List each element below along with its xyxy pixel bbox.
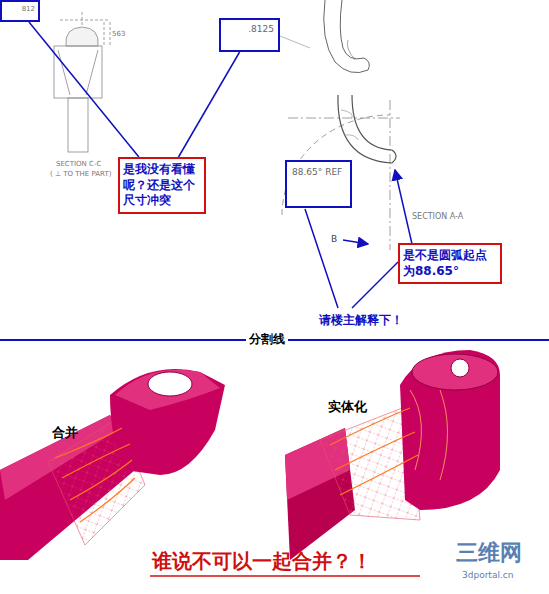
dimension-text: 563 xyxy=(112,30,125,38)
section-cc-part xyxy=(54,12,110,152)
box-text: 88.65° REF xyxy=(292,167,345,179)
connector xyxy=(29,22,139,157)
part-label: 合并 xyxy=(52,424,78,442)
connector xyxy=(179,52,240,157)
box-text: .8125 xyxy=(225,24,274,36)
hook-part xyxy=(324,0,370,73)
question-box: 是不是圆弧起点为88.65° xyxy=(398,243,502,284)
question-box: 是我没有看懂呢？还是这个尺寸冲突 xyxy=(118,157,206,214)
view-letter: B xyxy=(331,234,337,244)
box-text: 是不是圆弧起点为88.65° xyxy=(403,248,497,279)
part-label: 实体化 xyxy=(328,398,367,416)
divider-label: 分割线 xyxy=(246,331,288,348)
watermark: 3dportal.cn xyxy=(462,570,513,580)
section-label: SECTION A-A xyxy=(412,212,463,221)
underline xyxy=(150,575,420,577)
dimension-box: 812 xyxy=(0,0,40,22)
section-label: SECTION C-C xyxy=(56,160,101,168)
watermark: 三维网 xyxy=(456,538,522,568)
section-aa xyxy=(282,95,400,250)
request-note: 请楼主解释下！ xyxy=(316,312,406,329)
dimension-box: 88.65° REF xyxy=(285,160,352,208)
section-note: ( ⊥ TO THE PART) xyxy=(50,170,111,178)
box-text: 是我没有看懂呢？还是这个尺寸冲突 xyxy=(123,162,201,209)
merge-render xyxy=(0,369,225,560)
dimension-box: .8125 xyxy=(219,18,280,52)
solidify-render xyxy=(285,350,500,560)
box-text: 812 xyxy=(5,5,35,14)
headline-note: 谁说不可以一起合并？！ xyxy=(152,548,372,575)
